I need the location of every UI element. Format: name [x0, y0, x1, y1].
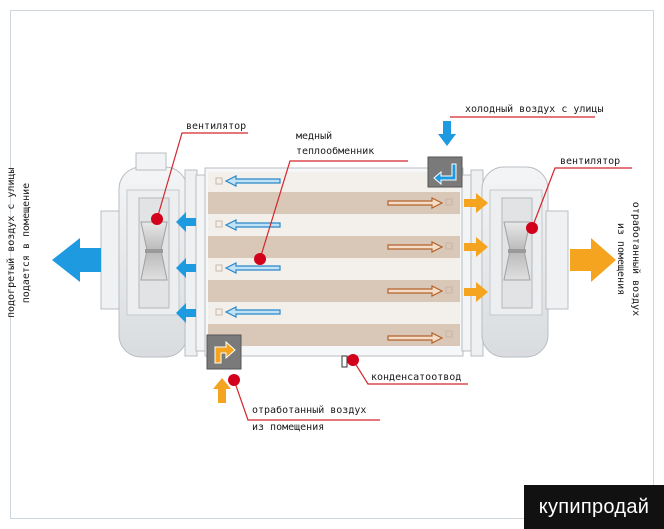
right-outflow-arrows [464, 193, 488, 302]
label-exhaust-out-line2: из помещения [615, 222, 626, 296]
internal-warm-flow-arrows [387, 197, 444, 344]
label-exhaust-in-line1: отработанный воздух [252, 405, 367, 416]
right-fan [501, 197, 533, 309]
left-outflow-arrows [176, 212, 196, 323]
label-condensate: конденсатоотвод [371, 372, 462, 383]
label-cold-air-in: холодный воздух с улицы [465, 104, 604, 115]
cold-air-inlet [427, 156, 463, 188]
diagram-frame [10, 10, 654, 519]
right-duct-stub [545, 210, 569, 310]
cold-inflow-arrow [438, 121, 456, 146]
label-fan-right: вентилятор [560, 156, 621, 167]
supply-air-out-arrow [52, 238, 101, 282]
leader-lines [156, 116, 632, 421]
label-copper-hx-line2: теплообменник [296, 146, 375, 157]
exhaust-air-inlet [206, 334, 242, 370]
label-heated-air-line1: подогретый воздух с улицы [6, 167, 17, 318]
label-fan-left: вентилятор [186, 121, 247, 132]
watermark-brand: купипродай [524, 485, 664, 529]
label-copper-hx-line1: медный [296, 131, 333, 142]
condensate-drain [341, 355, 348, 368]
leader-dots [151, 213, 538, 386]
left-cap-top-tab [135, 152, 167, 171]
exhaust-air-out-arrow [570, 238, 616, 282]
internal-cold-flow-arrows [224, 175, 281, 318]
heat-exchanger-channels [208, 172, 460, 346]
label-heated-air-line2: подается в помещение [21, 182, 32, 304]
exhaust-inflow-arrow [213, 378, 231, 403]
label-exhaust-in-line2: из помещения [252, 422, 325, 433]
label-exhaust-out-line1: отработанный воздух [630, 201, 641, 317]
